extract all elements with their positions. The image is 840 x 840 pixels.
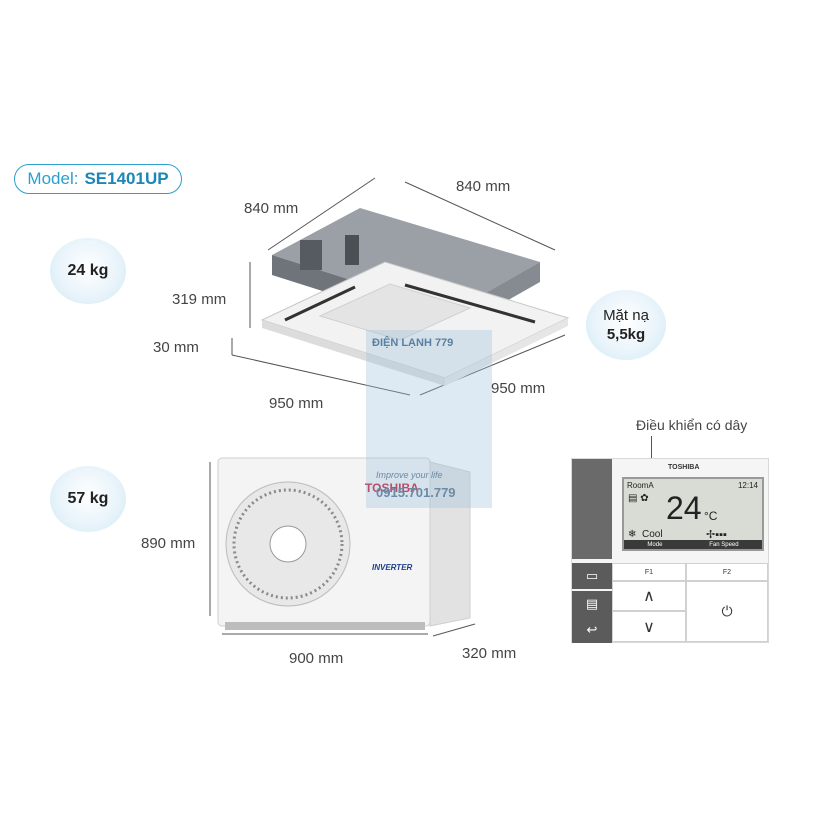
status-icons: ▤ ✿ (628, 493, 649, 504)
remote-fan-label: Fan Speed (709, 541, 739, 548)
list-icon: ▤ (585, 596, 599, 611)
remote-side-panel (572, 459, 612, 559)
indoor-cassette-unit (260, 208, 570, 386)
remote-time: 12:14 (737, 481, 758, 490)
indoor-weight: 24 kg (67, 262, 109, 279)
f2-button[interactable]: F2 (686, 563, 768, 581)
power-button[interactable]: ⏻ (686, 581, 768, 642)
watermark-name: ĐIỆN LẠNH 779 (372, 336, 453, 349)
f2-label: F2 (722, 568, 732, 576)
inverter-badge: INVERTER (372, 563, 413, 572)
mask-weight-bubble: Mặt nạ 5,5kg (586, 290, 666, 360)
f1-label: F1 (644, 568, 654, 576)
dim-indoor-width-left: 840 mm (244, 200, 299, 217)
outdoor-weight: 57 kg (67, 490, 109, 507)
remote-room: RoomA (627, 481, 654, 490)
chevron-up-icon: ∧ (643, 588, 655, 605)
back-button[interactable]: ↩ (572, 617, 612, 643)
remote-brand: TOSHIBA (668, 464, 700, 471)
remote-temp-unit: °C (704, 509, 718, 523)
dim-indoor-width-right: 840 mm (456, 178, 511, 195)
fan-icon: ✢▪▪▪ (706, 529, 727, 541)
monitor-icon: ▭ (585, 568, 599, 583)
outdoor-brand: TOSHIBA (365, 481, 419, 495)
dim-outdoor-depth: 320 mm (462, 645, 517, 662)
info-button[interactable]: ▤ (572, 591, 612, 617)
mask-weight: 5,5kg (606, 326, 646, 343)
watermark-slogan: Improve your life (376, 470, 443, 480)
watermark-phone: 0915.701.779 (376, 485, 456, 500)
indoor-weight-bubble: 24 kg (50, 238, 126, 304)
indoor-dimension-lines (231, 177, 566, 396)
f1-button[interactable]: F1 (612, 563, 686, 581)
model-label: Model: SE1401UP (14, 164, 182, 194)
power-icon: ⏻ (721, 603, 733, 619)
wired-remote-controller: TOSHIBA RoomA 12:14 ▤ ✿ 24 °C ❄ Cool ✢▪▪… (571, 458, 769, 643)
mask-label: Mặt nạ (603, 307, 649, 324)
outdoor-unit (217, 457, 471, 630)
dim-panel-right: 950 mm (491, 380, 546, 397)
snowflake-icon: ❄ (628, 529, 637, 540)
dim-outdoor-width: 900 mm (289, 650, 344, 667)
remote-softkey-bar: Mode Fan Speed (624, 540, 762, 549)
chevron-down-icon: ∨ (643, 618, 655, 636)
dim-panel-thickness: 30 mm (153, 339, 199, 356)
dim-outdoor-height: 890 mm (141, 535, 196, 552)
outdoor-weight-bubble: 57 kg (50, 466, 126, 532)
watermark (366, 330, 492, 508)
down-button[interactable]: ∨ (612, 611, 686, 642)
up-button[interactable]: ∧ (612, 581, 686, 611)
model-number: SE1401UP (84, 169, 169, 188)
remote-temperature: 24 (666, 490, 702, 526)
remote-lcd-screen: RoomA 12:14 ▤ ✿ 24 °C ❄ Cool ✢▪▪▪ Mode F… (622, 477, 764, 551)
dim-panel-left: 950 mm (269, 395, 324, 412)
remote-caption-line (651, 436, 652, 458)
menu-button[interactable]: ▭ (572, 563, 612, 589)
remote-caption: Điều khiển có dây (636, 417, 748, 433)
model-prefix: Model: (27, 169, 79, 188)
return-icon: ↩ (586, 622, 598, 637)
outdoor-dimension-lines (209, 462, 476, 637)
remote-mode-label: Mode (647, 541, 663, 548)
dim-indoor-height: 319 mm (172, 291, 227, 308)
remote-mode-value: Cool (642, 529, 663, 540)
